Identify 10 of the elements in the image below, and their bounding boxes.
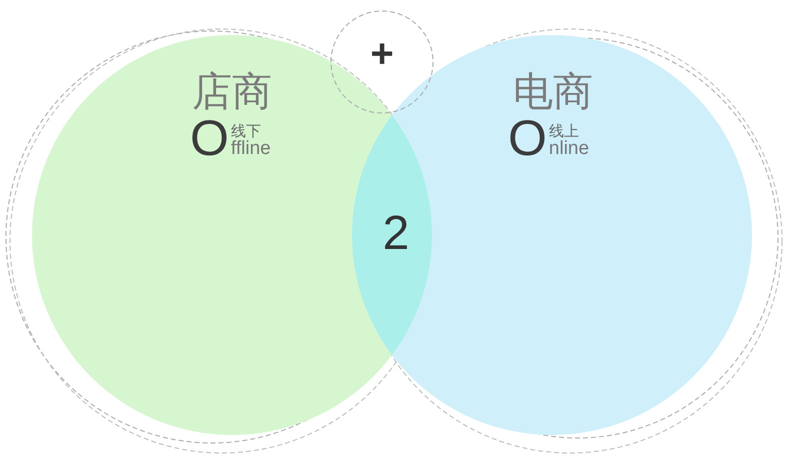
- set-subtitle: 线下: [230, 124, 262, 140]
- initial-letter: O: [190, 118, 229, 158]
- overlap-number: 2: [382, 210, 410, 258]
- set-title: 电商: [512, 72, 594, 112]
- set-word: nline: [548, 140, 590, 158]
- plus-sign: +: [369, 34, 395, 74]
- set-subtitle: 线上: [548, 124, 580, 140]
- set-title: 店商: [191, 72, 273, 112]
- initial-letter: O: [508, 118, 547, 158]
- set-word: ffline: [230, 140, 271, 158]
